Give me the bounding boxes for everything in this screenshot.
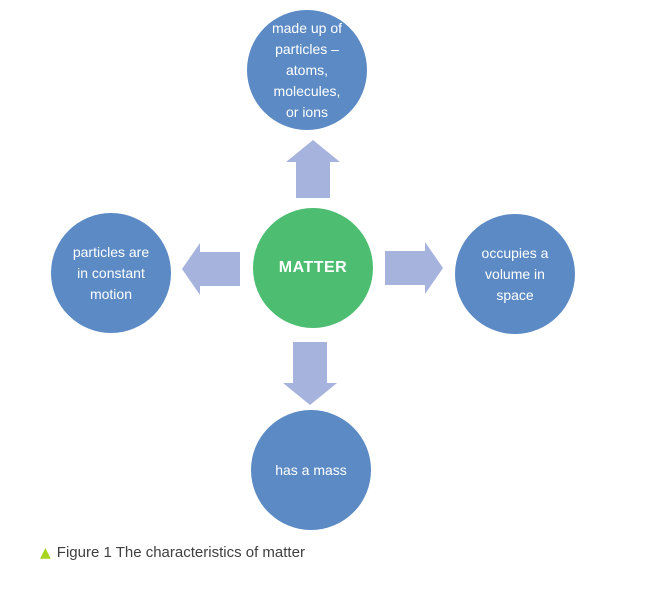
node-matter-center: MATTER bbox=[253, 208, 373, 328]
node-made-up-of-particles-label: made up of particles – atoms, molecules,… bbox=[271, 19, 343, 120]
caption-text: Figure 1 The characteristics of matter bbox=[56, 544, 305, 561]
node-occupies-volume-label: occupies a volume in space bbox=[481, 244, 549, 303]
node-has-a-mass-label: has a mass bbox=[275, 461, 347, 478]
node-particles-in-motion: particles are in constant motion bbox=[51, 213, 171, 333]
caption-triangle-icon: ▲ bbox=[40, 545, 51, 561]
node-made-up-of-particles: made up of particles – atoms, molecules,… bbox=[247, 10, 367, 130]
arrow-down-icon bbox=[283, 342, 337, 405]
node-particles-in-motion-label: particles are in constant motion bbox=[72, 243, 150, 302]
node-has-a-mass: has a mass bbox=[251, 410, 371, 530]
arrow-right-icon bbox=[385, 242, 443, 294]
arrow-left-icon bbox=[182, 243, 240, 295]
matter-label: MATTER bbox=[278, 259, 348, 276]
figure-caption: ▲ Figure 1 The characteristics of matter bbox=[40, 544, 305, 562]
arrow-up-icon bbox=[286, 140, 340, 198]
node-occupies-volume: occupies a volume in space bbox=[455, 214, 575, 334]
